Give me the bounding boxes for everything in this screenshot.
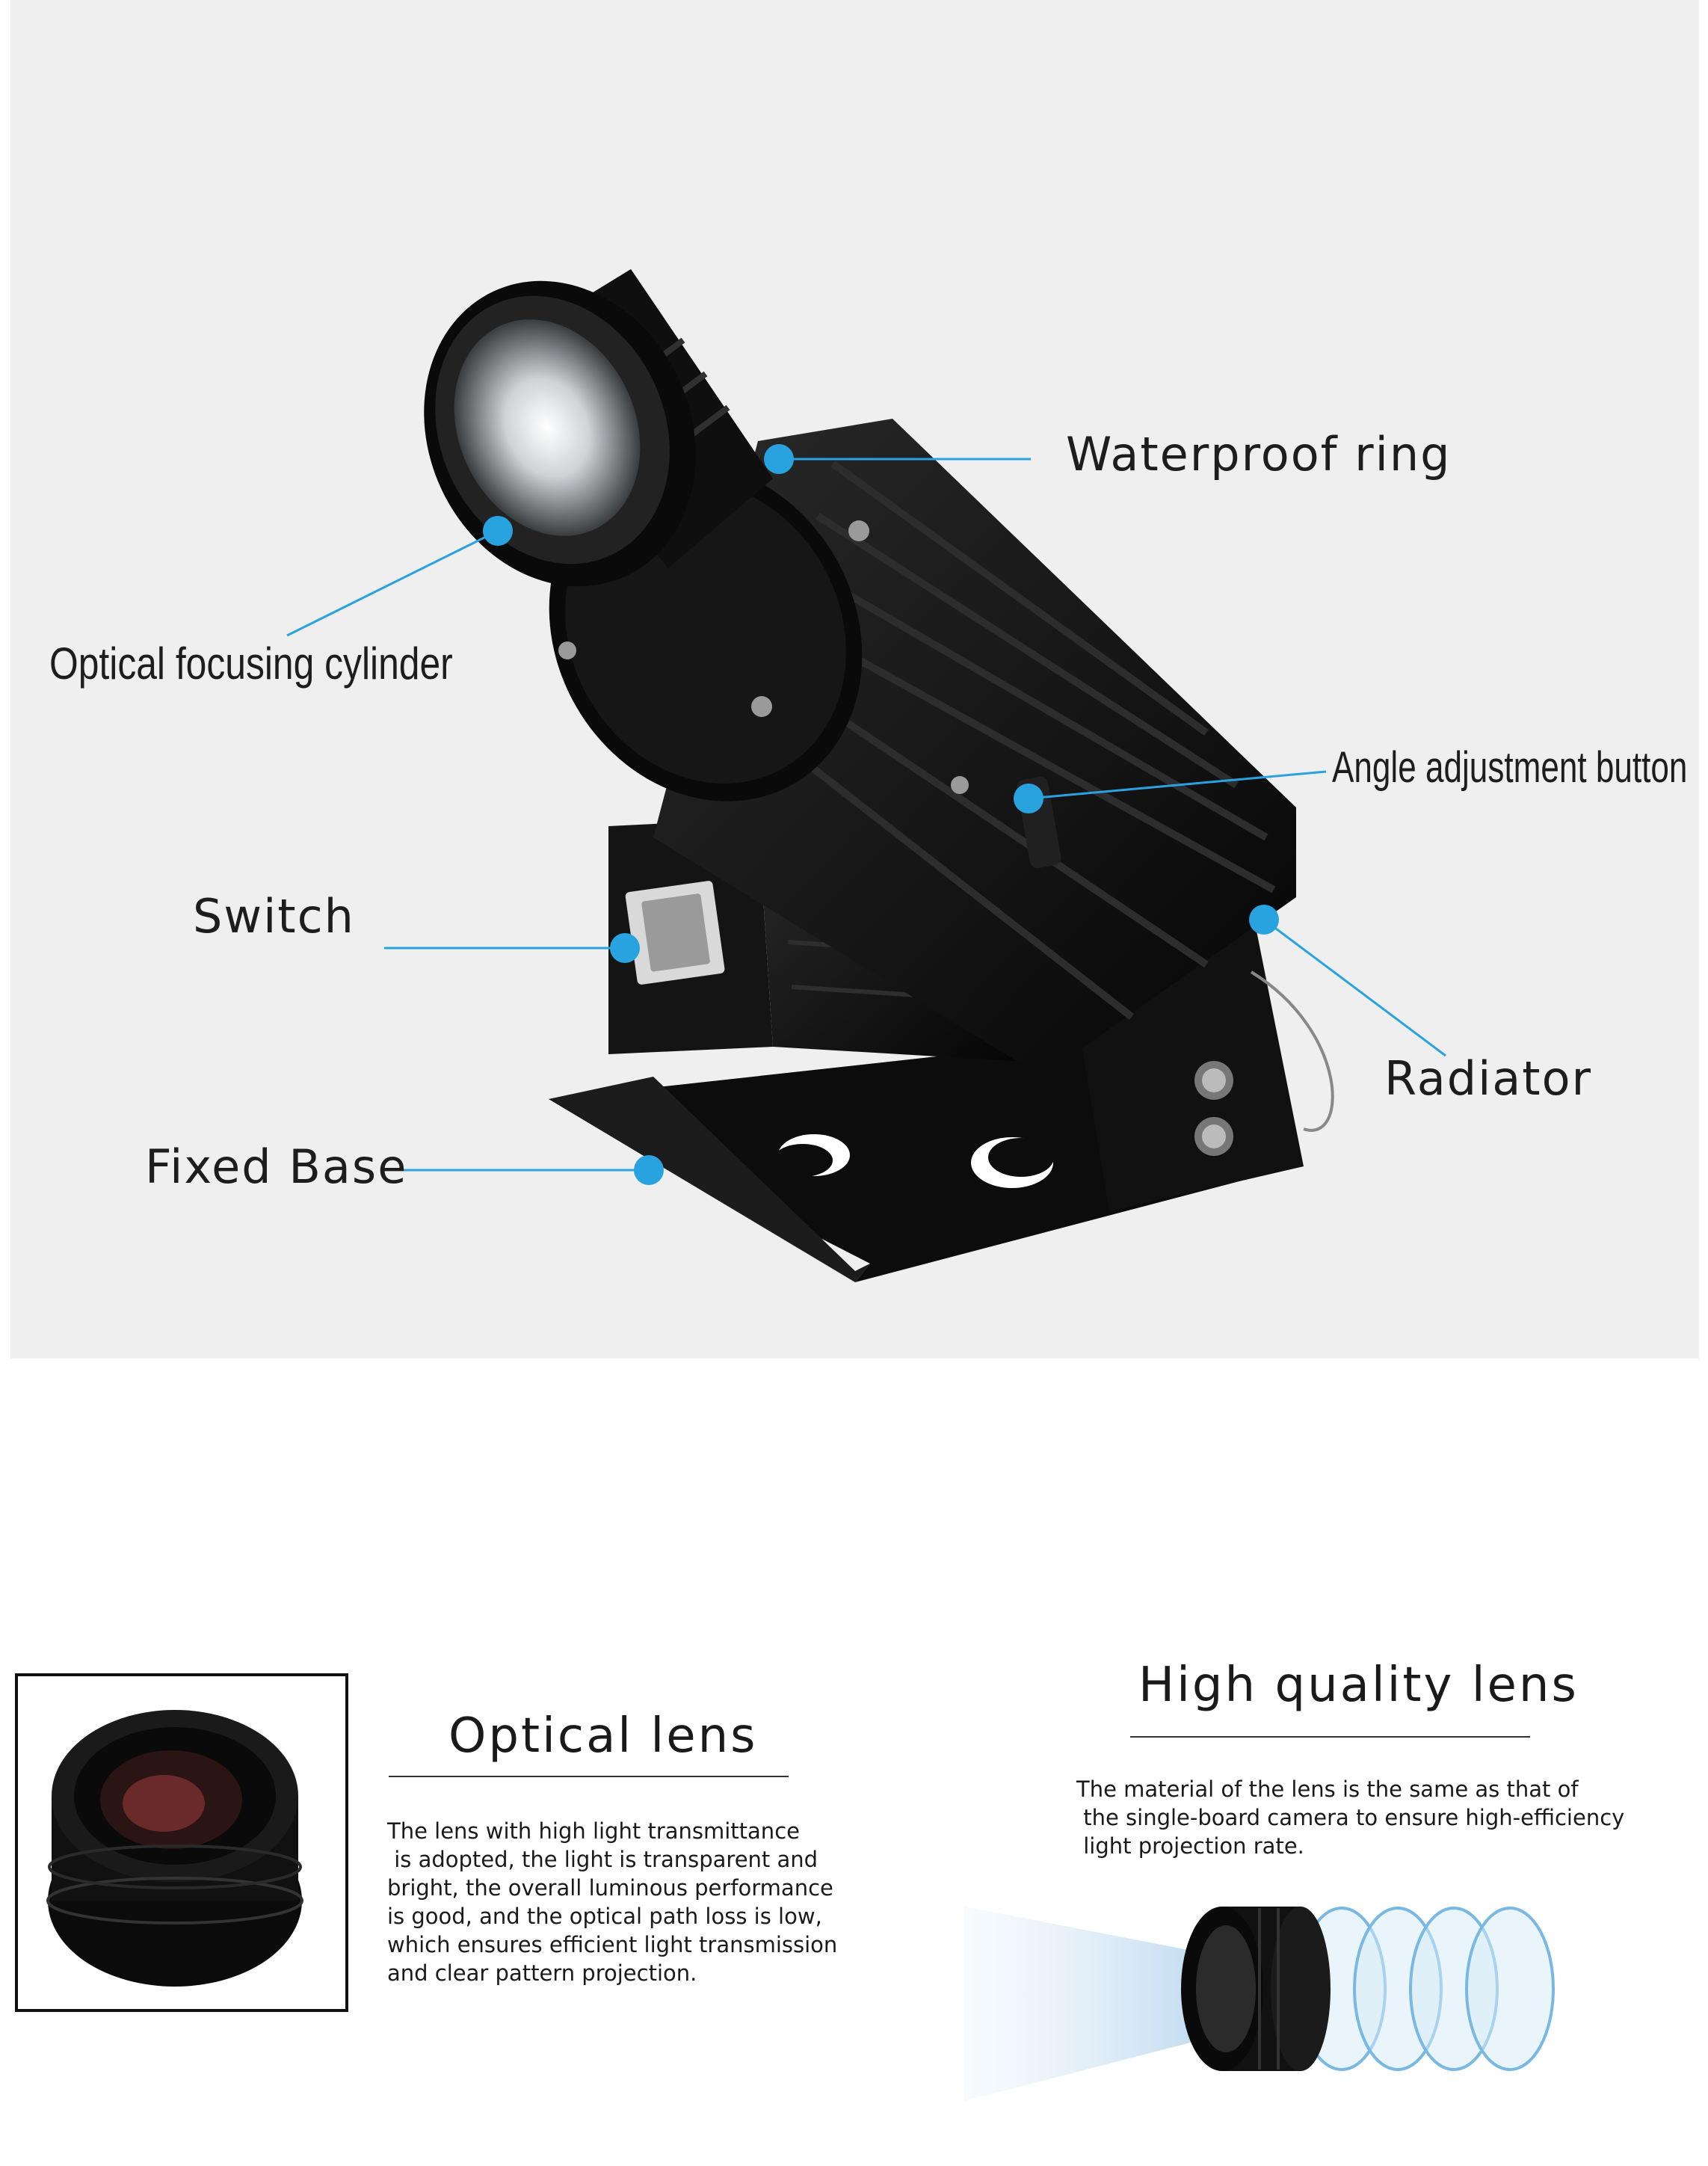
optical-lens-description: The lens with high light transmittance i… bbox=[387, 1818, 838, 1986]
callout-lines bbox=[286, 458, 1446, 1172]
optical-lens-title-underline bbox=[389, 1776, 789, 1777]
optical-lens-title: Optical lens bbox=[448, 1708, 758, 1764]
optical-lens-image bbox=[46, 1710, 303, 1987]
lens-barrel-shape bbox=[424, 269, 773, 587]
product-diagram-panel: Waterproof ring Optical focusing cylinde… bbox=[10, 0, 1699, 1359]
label-switch: Switch bbox=[193, 889, 355, 944]
high-quality-lens-image bbox=[964, 1907, 1555, 2101]
label-radiator: Radiator bbox=[1384, 1051, 1593, 1106]
high-quality-lens-title-underline bbox=[1130, 1736, 1530, 1738]
label-optical-focusing-cylinder: Optical focusing cylinder bbox=[49, 639, 453, 689]
high-quality-lens-title: High quality lens bbox=[1138, 1658, 1579, 1713]
label-fixed-base: Fixed Base bbox=[145, 1139, 408, 1194]
label-waterproof-ring: Waterproof ring bbox=[1066, 427, 1452, 481]
gobo-projector-illustration bbox=[286, 269, 1446, 1282]
optical-lens-image-frame bbox=[15, 1673, 348, 2012]
callout-dots bbox=[483, 444, 1279, 1185]
high-quality-lens-description: The material of the lens is the same as … bbox=[1076, 1776, 1625, 1859]
label-angle-adjustment-button: Angle adjustment button bbox=[1332, 743, 1688, 792]
